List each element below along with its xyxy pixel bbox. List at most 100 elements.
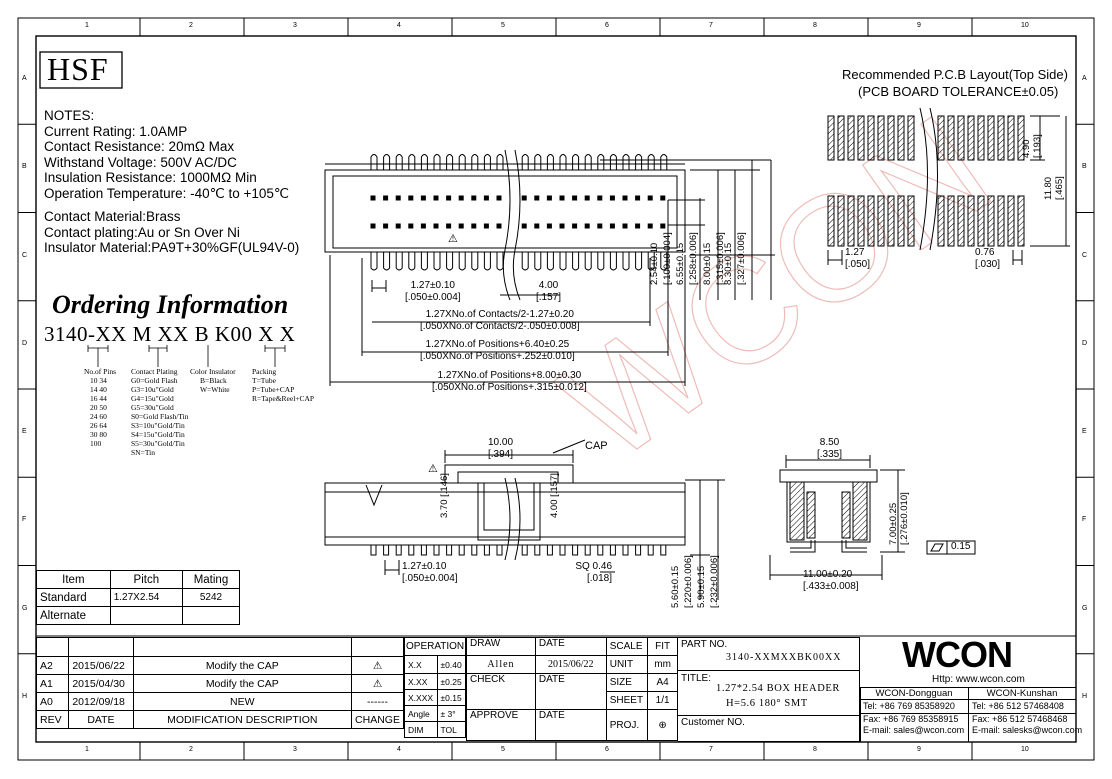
rev-header-desc: MODIFICATION DESCRIPTION [132, 710, 353, 729]
side-pin [383, 544, 390, 556]
top-contact-dot [647, 195, 653, 201]
dim-foot-width-in: [.433±0.008] [803, 580, 859, 592]
top-contact-dot [408, 223, 414, 229]
item-standard-mating: 5242 [181, 588, 241, 607]
pcb-pad-bottom [957, 195, 965, 247]
dim-end-width: 8.50 [.335] [817, 437, 842, 460]
rev-header: REV DATE MODIFICATION DESCRIPTION CHANGE [35, 710, 404, 729]
dim-side-h1: [.220±0.006] [683, 555, 694, 608]
pcb-pad-bottom [877, 195, 885, 247]
dim-cap-width: 10.00 [.394] [488, 437, 513, 460]
top-pin-lower [395, 252, 403, 271]
col-marker-1-top: 1 [85, 22, 89, 29]
col-marker-2-bot: 2 [189, 746, 193, 753]
tb-approve-label: APPROVE [466, 709, 536, 741]
pcb-pad-top [877, 115, 885, 161]
dim-sq-mm: SQ 0.46 [575, 561, 613, 572]
top-pin-upper [458, 154, 466, 170]
top-pin-upper [572, 154, 580, 170]
col-marker-7-top: 7 [709, 22, 713, 29]
tol-xxx: X.XX [404, 673, 438, 690]
packing-option-1: P=Tube+CAP [252, 385, 295, 394]
pcb-pad-bottom [997, 195, 1005, 247]
pcb-pad-len-in: [.193] [1031, 134, 1043, 158]
side-pin [408, 544, 415, 556]
pcb-title: Recommended P.C.B Layout(Top Side) [842, 67, 1068, 82]
side-pin [446, 544, 453, 556]
plating-label: Contact Plating [131, 367, 178, 376]
top-contact-dot [660, 223, 666, 229]
col-marker-6-bot: 6 [605, 746, 609, 753]
top-pin-lower [496, 252, 504, 271]
row-marker-F-l: F [22, 516, 27, 524]
pcb-pad-bottom [1007, 195, 1015, 247]
plating-option-0: G0=Gold Flash [131, 376, 178, 385]
row-marker-G-r: G [1082, 604, 1088, 612]
hsf-logo: HSF [47, 51, 109, 87]
dim-side-h3: [.232±0.006] [709, 555, 720, 608]
tb-sheet-val: 1/1 [647, 691, 678, 710]
top-contact-dot [483, 195, 489, 201]
dim-foot-width: 11.00±0.20 [.433±0.008] [803, 569, 859, 592]
dongguan-email: E-mail: sales@wcon.com [863, 725, 965, 735]
wcon-logo: WCON [902, 634, 1013, 675]
dim-len1: 1.27XNo.of Contacts/2-1.27±0.20 [.050XNo… [420, 309, 579, 332]
note-contact-resistance: Contact Resistance: 20mΩ Max [44, 139, 235, 155]
dim-sq-in: [.018] [587, 572, 613, 584]
top-contact-dot [584, 223, 590, 229]
top-contact-dot [395, 195, 401, 201]
top-contact-dot [446, 195, 452, 201]
top-contact-dot [635, 223, 641, 229]
tb-sheet-label: SHEET [605, 691, 649, 710]
top-pin-upper [546, 154, 554, 170]
top-contact-dot [534, 195, 540, 201]
top-contact-dot [420, 223, 426, 229]
pcb-pad-top [997, 115, 1005, 161]
note-contact-plating: Contact plating:Au or Sn Over Ni [44, 224, 240, 240]
plating-option-1: G3=10u"Gold [131, 385, 174, 394]
row-marker-F-r: F [1082, 516, 1087, 524]
part-no-label: PART NO. [681, 639, 728, 650]
top-contact-dot [408, 195, 414, 201]
pcb-pad-bottom [937, 195, 945, 247]
tb-fit: FIT [647, 637, 678, 656]
pins-option-0: 10 34 [90, 376, 107, 385]
pcb-pad-top [847, 115, 855, 161]
pcb-layout [827, 107, 1070, 265]
top-contact-dot [471, 223, 477, 229]
kunshan-email: E-mail: salesks@wcon.com [972, 725, 1083, 735]
top-pin-lower [370, 252, 378, 271]
revision-table: A2 2015/06/22 Modify the CAP ⚠ A1 2015/0… [35, 637, 404, 729]
pcb-pad-bottom [947, 195, 955, 247]
side-pin [521, 544, 528, 556]
item-standard: Standard [36, 588, 111, 607]
item-table: Item Pitch Mating Standard 1.27X2.54 524… [36, 570, 241, 625]
dim-len2: 1.27XNo.of Positions+6.40±0.25 [.050XNo.… [420, 339, 575, 362]
pcb-pad-bottom [827, 195, 835, 247]
side-pin [584, 544, 591, 556]
row-marker-A-l: A [22, 75, 27, 83]
projection-icon: ⊕ [647, 709, 678, 741]
kunshan-tel: Tel: +86 512 57468408 [972, 701, 1064, 711]
rev-row-a1: A1 2015/04/30 Modify the CAP ⚠ [35, 674, 404, 693]
top-contact-dot [572, 195, 578, 201]
insulator-option-1: W=White [200, 385, 230, 394]
tb-unit-label: UNIT [605, 655, 649, 674]
col-marker-5-top: 5 [501, 22, 505, 29]
top-pin-upper [471, 154, 479, 170]
pcb-pad-bottom [887, 195, 895, 247]
top-pin-lower [660, 252, 668, 271]
dongguan-name: WCON-Dongguan [875, 688, 953, 699]
note-contact-material: Contact Material:Brass [44, 209, 181, 225]
dim-end-width-in: [.335] [817, 448, 843, 460]
dim-cap-width-mm: 10.00 [488, 437, 514, 448]
side-pin [660, 544, 667, 556]
title-block: DRAW DATE SCALE FIT Allen 2015/06/22 UNI… [466, 637, 678, 741]
top-contact-dot [521, 223, 527, 229]
tolerance-table: OPERATION X.X±0.40 X.XX±0.25 X.XXX±0.15 … [403, 637, 467, 738]
top-pin-upper [622, 154, 630, 170]
pcb-pad-top [867, 115, 875, 161]
col-marker-4-top: 4 [397, 22, 401, 29]
tol-xx-val: ±0.40 [436, 655, 467, 674]
